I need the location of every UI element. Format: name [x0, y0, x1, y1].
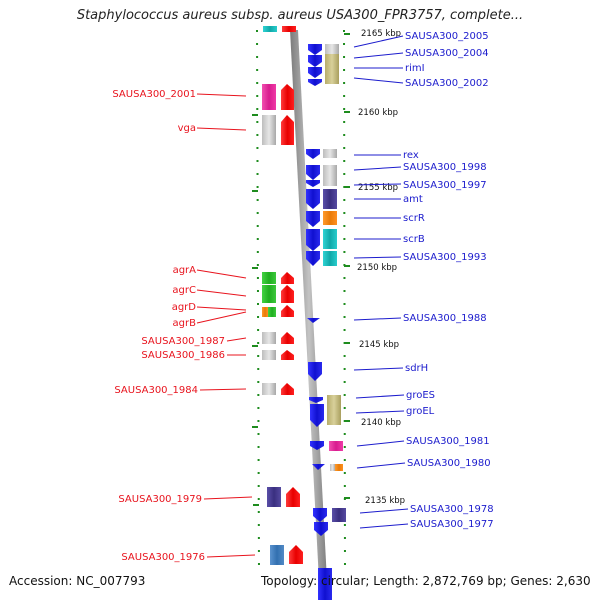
- label-SAUSA300_1986[interactable]: SAUSA300_1986: [141, 350, 225, 361]
- svg-text:2155 kbp: 2155 kbp: [358, 183, 398, 193]
- label-SAUSA300_2002[interactable]: SAUSA300_2002: [405, 78, 489, 89]
- svg-text:2150 kbp: 2150 kbp: [357, 263, 397, 273]
- label-rex[interactable]: rex: [403, 150, 419, 161]
- label-SAUSA300_1997[interactable]: SAUSA300_1997: [403, 180, 487, 191]
- ruler-mark-2160: 2160 kbp: [344, 108, 398, 118]
- ruler-mark-2150: 2150 kbp: [344, 263, 397, 273]
- gene-rex[interactable]: [306, 149, 337, 159]
- label-agrC[interactable]: agrC: [172, 285, 196, 296]
- gene-SAUSA300_1993[interactable]: [306, 251, 337, 266]
- label-SAUSA300_1976[interactable]: SAUSA300_1976: [121, 552, 205, 563]
- map-title: Staphylococcus aureus subsp. aureus USA3…: [76, 8, 524, 23]
- gene-groEL[interactable]: [310, 404, 341, 427]
- gene-partial-bottom-right[interactable]: [318, 568, 332, 600]
- label-rimI[interactable]: rimI: [405, 63, 425, 74]
- gene-sdrH[interactable]: [308, 362, 322, 381]
- label-groES[interactable]: groES: [406, 390, 435, 401]
- gene-amt[interactable]: [306, 189, 337, 209]
- svg-text:2135 kbp: 2135 kbp: [365, 496, 405, 506]
- label-SAUSA300_2005[interactable]: SAUSA300_2005: [405, 31, 489, 42]
- gene-SAUSA300_1997[interactable]: [306, 180, 337, 187]
- label-SAUSA300_2004[interactable]: SAUSA300_2004: [405, 48, 489, 59]
- svg-text:2140 kbp: 2140 kbp: [361, 418, 401, 428]
- gene-SAUSA300_1998[interactable]: [306, 165, 337, 180]
- label-SAUSA300_1984[interactable]: SAUSA300_1984: [114, 385, 198, 396]
- label-scrB[interactable]: scrB: [403, 234, 425, 245]
- label-agrA[interactable]: agrA: [173, 265, 197, 276]
- gene-agrB[interactable]: [281, 312, 294, 316]
- gene-SAUSA300_1988[interactable]: [307, 318, 320, 323]
- left-ticks: [252, 114, 259, 506]
- label-SAUSA300_2001[interactable]: SAUSA300_2001: [112, 89, 196, 100]
- gene-SAUSA300_1984[interactable]: [262, 383, 294, 395]
- gene-SAUSA300_2004[interactable]: [308, 54, 339, 67]
- label-sdrH[interactable]: sdrH: [405, 363, 428, 374]
- svg-text:2165 kbp: 2165 kbp: [361, 29, 401, 39]
- label-groEL[interactable]: groEL: [406, 406, 435, 417]
- chromosome-backbone: [290, 30, 328, 600]
- label-scrR[interactable]: scrR: [403, 213, 425, 224]
- label-SAUSA300_1998[interactable]: SAUSA300_1998: [403, 162, 487, 173]
- left-track-guide: [256, 29, 260, 573]
- label-SAUSA300_1987[interactable]: SAUSA300_1987: [141, 336, 225, 347]
- label-agrB[interactable]: agrB: [173, 318, 197, 329]
- gene-SAUSA300_2002[interactable]: [308, 74, 339, 86]
- label-vga[interactable]: vga: [178, 123, 196, 134]
- gene-agrC[interactable]: [262, 285, 294, 303]
- gene-SAUSA300_1978[interactable]: [313, 508, 346, 522]
- ruler-mark-2165: 2165 kbp: [344, 29, 401, 39]
- gene-SAUSA300_1976[interactable]: [270, 545, 303, 565]
- label-SAUSA300_1988[interactable]: SAUSA300_1988: [403, 313, 487, 324]
- gene-SAUSA300_2001[interactable]: [262, 84, 294, 110]
- ruler-mark-2155: 2155 kbp: [344, 183, 398, 193]
- label-SAUSA300_1981[interactable]: SAUSA300_1981: [406, 436, 490, 447]
- ruler-mark-2135: 2135 kbp: [344, 496, 405, 506]
- topology-text: Topology: circular; Length: 2,872,769 bp…: [261, 574, 591, 588]
- kbp-ruler: 2165 kbp 2160 kbp 2155 kbp 2150 kbp 2145…: [344, 29, 405, 506]
- label-SAUSA300_1977[interactable]: SAUSA300_1977: [410, 519, 494, 530]
- ruler-mark-2140: 2140 kbp: [344, 418, 401, 428]
- gene-SAUSA300_1977[interactable]: [314, 522, 328, 536]
- gene-SAUSA300_1979[interactable]: [267, 487, 300, 507]
- label-agrD[interactable]: agrD: [172, 302, 197, 313]
- svg-text:2145 kbp: 2145 kbp: [359, 340, 399, 350]
- gene-scrR[interactable]: [306, 211, 337, 227]
- svg-text:2160 kbp: 2160 kbp: [358, 108, 398, 118]
- gene-rimI[interactable]: [308, 64, 339, 78]
- right-leader-lines: [353, 35, 409, 529]
- label-SAUSA300_1993[interactable]: SAUSA300_1993: [403, 252, 487, 263]
- accession-text: Accession: NC_007793: [9, 574, 146, 588]
- label-SAUSA300_1979[interactable]: SAUSA300_1979: [118, 494, 202, 505]
- gene-SAUSA300_2005[interactable]: [308, 44, 339, 55]
- ruler-mark-2145: 2145 kbp: [344, 340, 399, 350]
- gene-vga[interactable]: [262, 115, 294, 145]
- left-leader-lines: [196, 93, 256, 558]
- gene-SAUSA300_1987[interactable]: [262, 332, 294, 344]
- label-amt[interactable]: amt: [403, 194, 423, 205]
- gene-SAUSA300_1986[interactable]: [262, 350, 294, 360]
- label-SAUSA300_1978[interactable]: SAUSA300_1978: [410, 504, 494, 515]
- gene-groES[interactable]: [309, 395, 341, 405]
- gene-partial-top-left[interactable]: [263, 26, 296, 32]
- gene-scrB[interactable]: [306, 229, 337, 251]
- gene-SAUSA300_1980[interactable]: [312, 464, 343, 471]
- gene-SAUSA300_1981[interactable]: [310, 441, 343, 451]
- label-SAUSA300_1980[interactable]: SAUSA300_1980: [407, 458, 491, 469]
- gene-agrA[interactable]: [262, 272, 294, 284]
